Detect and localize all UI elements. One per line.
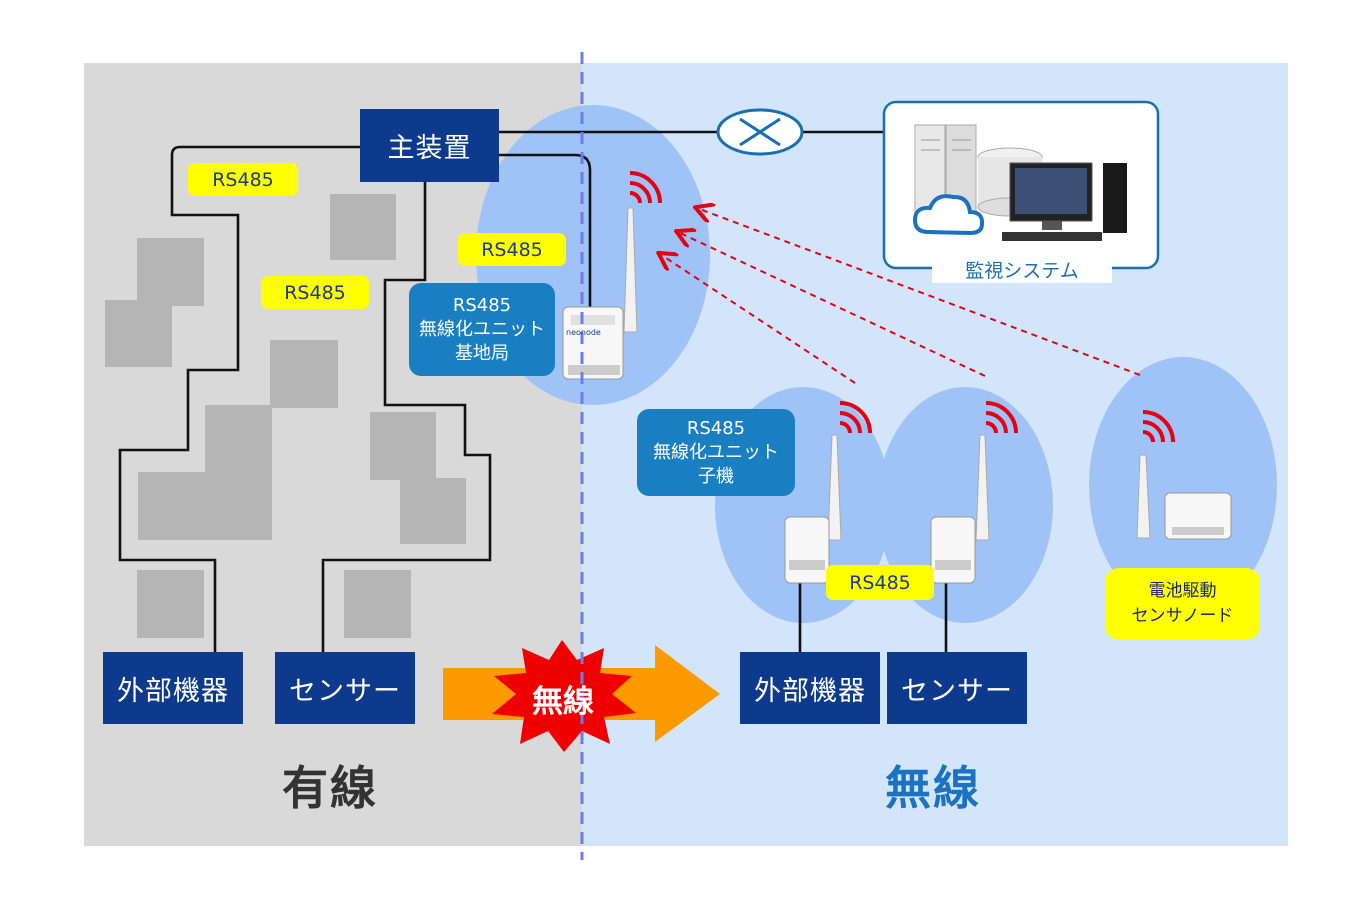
- rs485-label: RS485: [261, 276, 369, 309]
- rs485-label: RS485: [826, 565, 934, 600]
- network-router-icon: [716, 108, 804, 156]
- label-line: 無線化ユニット: [653, 441, 779, 463]
- base-station-device-icon: [562, 207, 638, 380]
- child-unit-device-icon: [784, 434, 842, 584]
- building-blocks: [105, 194, 466, 638]
- battery-node-device-icon: [1136, 454, 1232, 540]
- signal-wave-icon: [985, 401, 1018, 434]
- label-line: 電池駆動: [1148, 581, 1217, 601]
- signal-waves: [629, 171, 1175, 443]
- rs485-label: RS485: [188, 163, 298, 196]
- label-line: センサノード: [1131, 606, 1234, 626]
- rs485-label: RS485: [458, 233, 566, 266]
- battery-node-bubble: [1089, 357, 1277, 613]
- wired-sensor: センサー: [275, 652, 415, 724]
- wired-external-device: 外部機器: [103, 652, 243, 724]
- main-unit-box: 主装置: [360, 109, 499, 182]
- child-unit-device-icon: [930, 434, 990, 584]
- label-line: 子機: [698, 465, 734, 487]
- desktop-pc-icon: [1002, 162, 1127, 241]
- base-station-label: RS485 無線化ユニット 基地局: [409, 283, 555, 376]
- wired-title: 有線: [282, 761, 378, 815]
- signal-wave-icon: [629, 171, 662, 204]
- transition-label: 無線: [532, 684, 594, 720]
- signal-wave-icon: [1142, 410, 1175, 443]
- wireless-external-device: 外部機器: [740, 652, 880, 724]
- signal-wave-icon: [839, 401, 872, 434]
- battery-node-label: 電池駆動 センサノード: [1105, 568, 1260, 640]
- wired-cables: [118, 130, 948, 652]
- burst-shape: [492, 640, 636, 752]
- device-brand: neonode: [566, 328, 601, 337]
- child-unit-label: RS485 無線化ユニット 子機: [637, 409, 795, 496]
- label-line: 基地局: [455, 342, 509, 364]
- monitoring-system-label: 監視システム: [932, 256, 1112, 283]
- label-line: RS485: [452, 294, 512, 316]
- cloud-icon: [912, 194, 985, 236]
- wireless-links: [660, 208, 1141, 384]
- label-line: 無線化ユニット: [419, 318, 545, 340]
- wireless-sensor: センサー: [887, 652, 1027, 724]
- label-line: RS485: [686, 417, 746, 439]
- wireless-title: 無線: [885, 761, 981, 815]
- child-unit-bubble-2: [877, 387, 1053, 623]
